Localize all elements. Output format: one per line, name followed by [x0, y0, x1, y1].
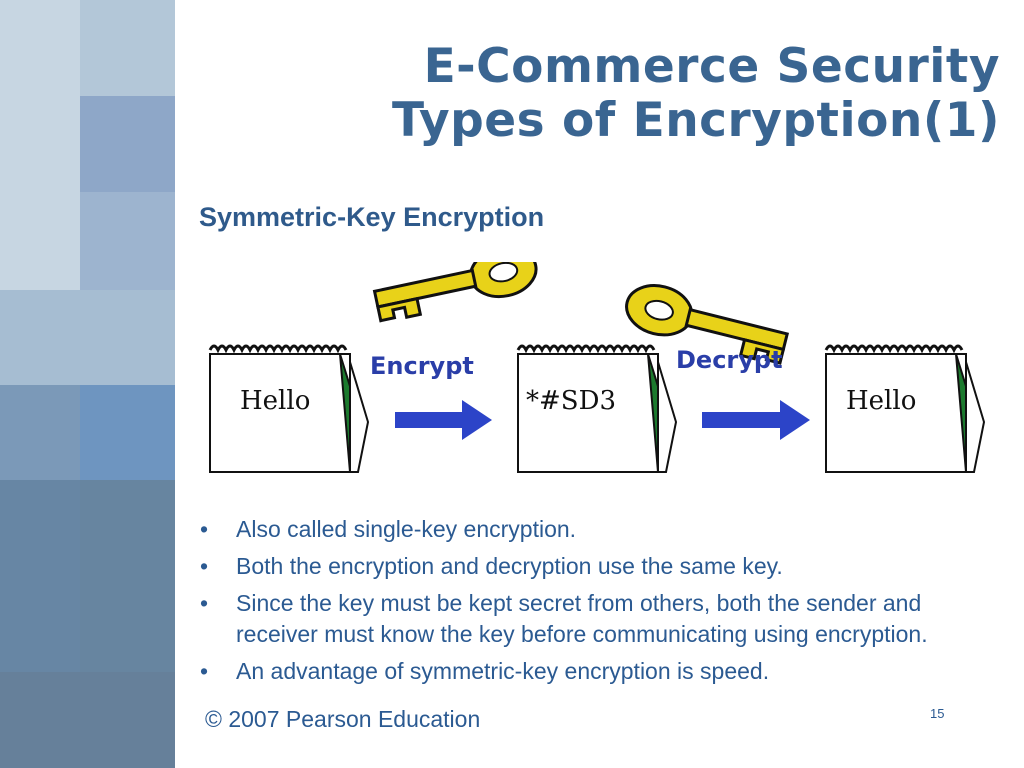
decrypted-word: Hello [846, 386, 917, 416]
notepad-decrypted [825, 353, 986, 473]
section-subtitle: Symmetric-Key Encryption [199, 202, 545, 232]
page-number: 15 [930, 706, 945, 721]
bullet-icon: • [200, 516, 209, 542]
list-item: •Also called single-key encryption. [198, 514, 978, 545]
bullet-icon: • [200, 658, 209, 684]
key-icon [372, 262, 538, 323]
title-line-1: E-Commerce Security [423, 39, 1000, 94]
notepad-plaintext [209, 353, 370, 473]
arrow-right-icon [395, 400, 492, 440]
list-item: • Since the key must be kept secret from… [200, 590, 928, 647]
bullet-icon: • [200, 553, 209, 579]
list-item: •Both the encryption and decryption use … [198, 551, 978, 582]
bullet-icon: • [200, 590, 209, 616]
list-item: •An advantage of symmetric-key encryptio… [198, 656, 978, 687]
ciphertext-word: *#SD3 [526, 386, 616, 416]
decorative-mosaic [0, 0, 175, 768]
notepad-ciphertext [517, 353, 678, 473]
decrypt-label: Decrypt [676, 346, 783, 374]
arrow-right-icon [702, 400, 810, 440]
encrypt-label: Encrypt [370, 352, 474, 380]
symmetric-encryption-diagram: Encrypt Decrypt Hello *#SD3 Hello [200, 262, 1000, 487]
copyright-footer: © 2007 Pearson Education [205, 706, 481, 732]
diagram-graphics [208, 262, 986, 473]
bullet-list: •Also called single-key encryption. •Bot… [198, 514, 978, 693]
slide-title: E-Commerce Security Types of Encryption(… [392, 40, 1000, 148]
key-icon [625, 284, 790, 365]
notepad-spiral [208, 344, 964, 354]
title-line-2: Types of Encryption(1) [392, 93, 1000, 148]
plaintext-word: Hello [240, 386, 311, 416]
